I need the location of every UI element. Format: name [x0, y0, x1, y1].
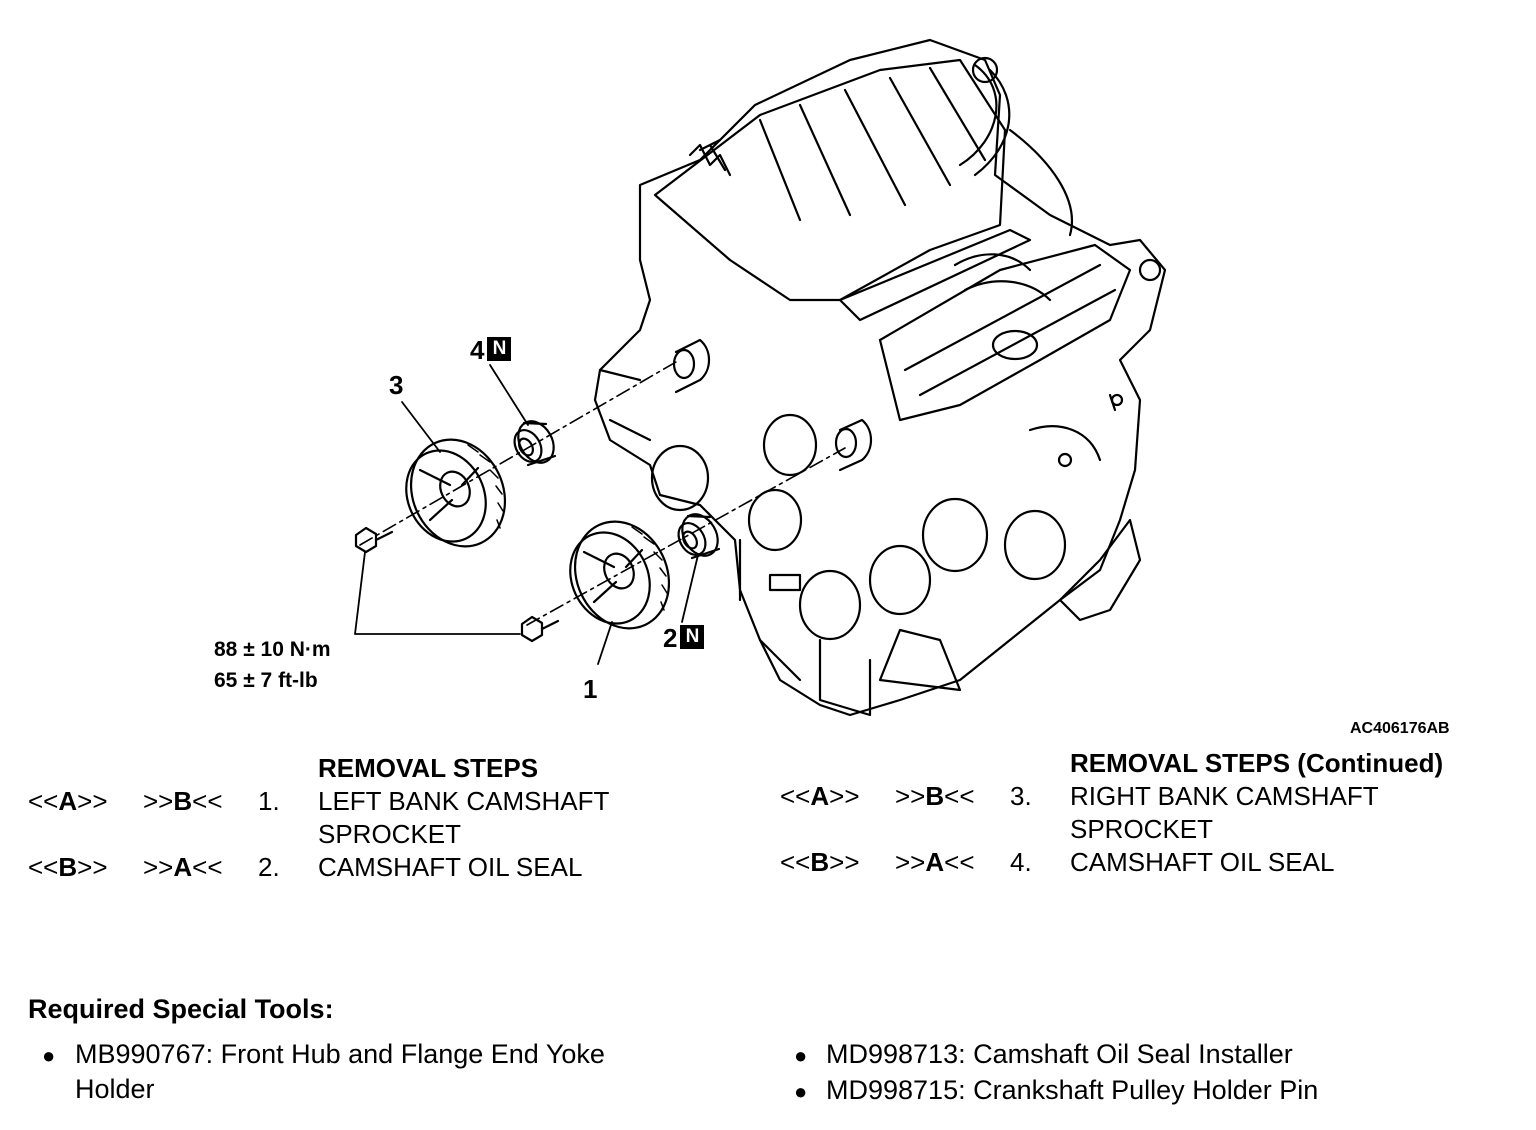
- removal-ref: <<B>>: [780, 847, 860, 877]
- removal-ref: <<A>>: [780, 781, 860, 811]
- tool-item-3: MD998715: Crankshaft Pulley Holder Pin: [826, 1073, 1318, 1108]
- engine-block: [593, 38, 1167, 717]
- step-label: CAMSHAFT OIL SEAL: [1070, 847, 1335, 877]
- camshaft-sprocket-3: [405, 438, 507, 548]
- removal-steps-right: REMOVAL STEPS (Continued) <<A>> >>B<< 3.…: [780, 747, 1520, 887]
- tool-item-2: MD998713: Camshaft Oil Seal Installer: [826, 1037, 1293, 1072]
- callout-1: 1: [583, 674, 598, 704]
- step-label-cont: SPROCKET: [1070, 814, 1214, 844]
- torque-imperial: 65 ± 7 ft-lb: [214, 669, 318, 692]
- steps-header: REMOVAL STEPS: [318, 753, 539, 783]
- step-number: 3.: [1010, 781, 1032, 811]
- callout-2-number: 2: [663, 623, 678, 653]
- camshaft-oil-seal-4: [513, 420, 557, 467]
- engine-exploded-diagram: [354, 38, 1167, 717]
- tool-item-text: MB990767: Front Hub and Flange End Yoke: [75, 1039, 605, 1069]
- callout-3: 3: [389, 370, 404, 400]
- tool-item-text: MD998715: Crankshaft Pulley Holder Pin: [826, 1075, 1319, 1105]
- bullet-icon: ●: [794, 1079, 808, 1104]
- torque-spec: 88 ± 10 N·m 65 ± 7 ft-lb: [214, 634, 331, 696]
- callout-4-number: 4: [470, 335, 485, 365]
- install-ref: >>B<<: [895, 781, 975, 811]
- install-ref: >>B<<: [143, 786, 223, 816]
- install-ref: >>A<<: [895, 847, 975, 877]
- tools-title: Required Special Tools:: [28, 994, 334, 1024]
- camshaft-sprocket-1: [569, 520, 671, 630]
- leader-lines: [354, 364, 699, 665]
- tool-item-1: MB990767: Front Hub and Flange End Yoke …: [75, 1037, 605, 1107]
- camshaft-oil-seal-2: [677, 513, 721, 560]
- removal-ref: <<B>>: [28, 852, 108, 882]
- center-axes: [359, 361, 846, 626]
- sprocket-bolt-lower: [520, 615, 560, 643]
- torque-metric: 88 ± 10 N·m: [214, 638, 331, 661]
- steps-header: REMOVAL STEPS (Continued): [1070, 748, 1444, 778]
- step-number: 2.: [258, 852, 280, 882]
- new-part-badge: N: [680, 625, 705, 649]
- step-number: 4.: [1010, 847, 1032, 877]
- step-label-cont: SPROCKET: [318, 819, 462, 849]
- bullet-icon: ●: [794, 1043, 808, 1068]
- bullet-icon: ●: [42, 1043, 56, 1068]
- figure-id: AC406176AB: [1350, 720, 1450, 737]
- tool-item-text: MD998713: Camshaft Oil Seal Installer: [826, 1039, 1293, 1069]
- step-label: RIGHT BANK CAMSHAFT: [1070, 781, 1379, 811]
- step-label: CAMSHAFT OIL SEAL: [318, 852, 583, 882]
- removal-steps-left: REMOVAL STEPS <<A>> >>B<< 1. LEFT BANK C…: [28, 752, 728, 892]
- install-ref: >>A<<: [143, 852, 223, 882]
- step-label: LEFT BANK CAMSHAFT: [318, 786, 610, 816]
- tool-item-text-cont: Holder: [75, 1074, 155, 1104]
- sprocket-bolt-upper: [354, 526, 394, 554]
- new-part-badge: N: [487, 337, 512, 361]
- removal-ref: <<A>>: [28, 786, 108, 816]
- step-number: 1.: [258, 786, 280, 816]
